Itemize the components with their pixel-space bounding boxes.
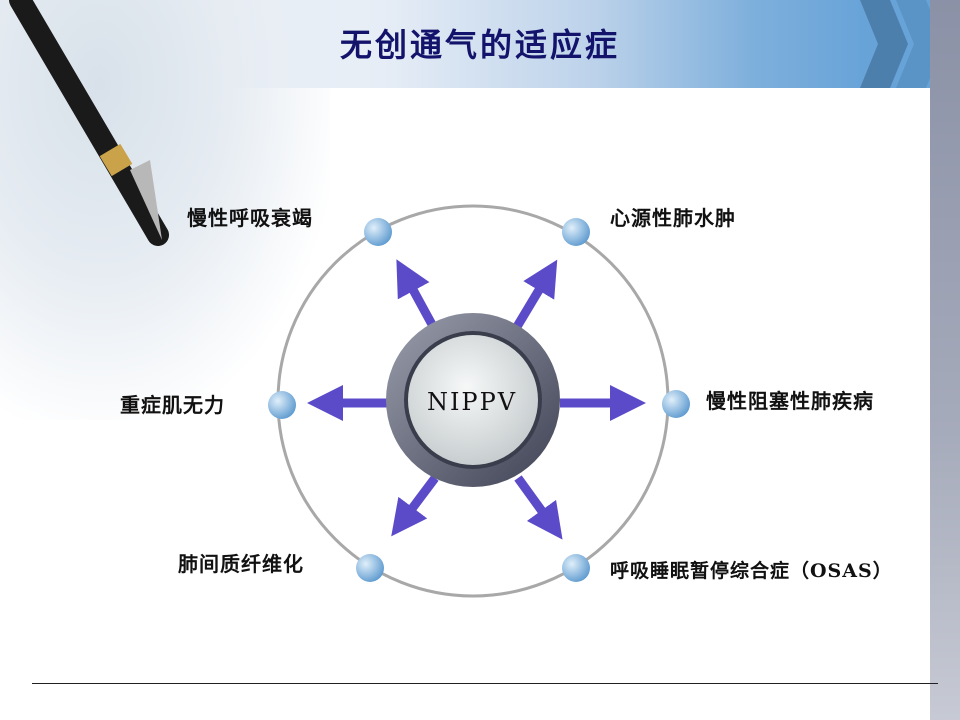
center-label: NIPPV [426, 388, 518, 416]
pen-photo [0, 0, 330, 420]
nodes [268, 218, 690, 582]
arrow-bottom-right [514, 475, 563, 540]
right-side-bar [930, 0, 960, 720]
slide-title: 无创通气的适应症 [339, 26, 620, 64]
pen-icon [9, 0, 169, 246]
node-top-right [562, 218, 590, 246]
node-left [268, 391, 296, 419]
arrow-bottom-left [391, 475, 439, 537]
label-top-left: 慢性呼吸衰竭 [187, 206, 313, 230]
footer-divider [32, 683, 938, 684]
label-right: 慢性阻塞性肺疾病 [706, 389, 874, 413]
arrow-top-right [511, 259, 558, 333]
node-bottom-left [356, 554, 384, 582]
label-top-right: 心源性肺水肿 [610, 206, 736, 230]
label-bottom-right: 呼吸睡眠暂停综合症（OSAS） [610, 560, 893, 582]
label-bottom-left: 肺间质纤维化 [178, 552, 304, 576]
node-bottom-right [562, 554, 590, 582]
node-top-left [364, 218, 392, 246]
arrows [307, 259, 646, 540]
label-left: 重症肌无力 [120, 393, 225, 417]
arrow-top-left [396, 259, 439, 333]
node-right [662, 390, 690, 418]
